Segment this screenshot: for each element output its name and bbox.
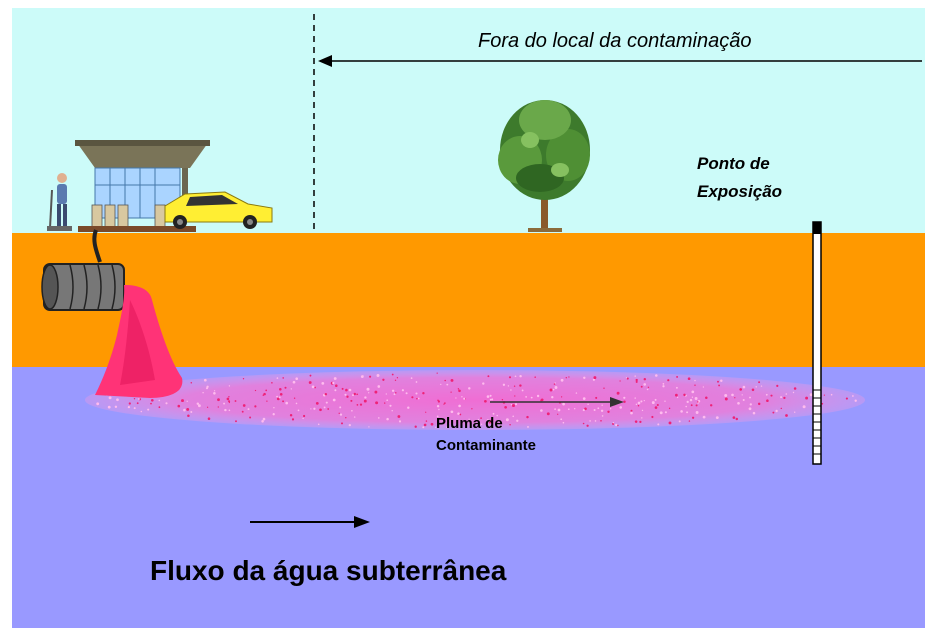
contaminant-plume	[85, 370, 865, 430]
exposure-point-label: Ponto de Exposição	[697, 150, 782, 206]
groundwater-flow-arrowhead	[354, 516, 370, 528]
attendant-icon	[47, 173, 72, 231]
leak-pipe	[92, 229, 102, 263]
plume-label-line1: Pluma de	[436, 415, 503, 432]
tree-icon	[498, 100, 590, 232]
storage-tank-icon	[41, 263, 125, 311]
plume-arrowhead	[610, 397, 624, 407]
exposure-point-label-line1: Ponto de	[697, 154, 770, 173]
offsite-arrowhead	[318, 55, 332, 67]
leak-stream-core	[120, 300, 155, 385]
plume-speckle	[96, 372, 857, 429]
monitoring-well-icon	[812, 221, 822, 465]
groundwater-flow-label: Fluxo da água subterrânea	[150, 555, 507, 586]
plume-label: Pluma de Contaminante	[436, 413, 536, 457]
car-icon	[164, 191, 273, 229]
offsite-label: Fora do local da contaminação	[478, 30, 752, 52]
exposure-point-label-line2: Exposição	[697, 182, 783, 201]
gas-station-icon	[75, 140, 210, 232]
plume-label-line2: Contaminante	[436, 437, 537, 454]
